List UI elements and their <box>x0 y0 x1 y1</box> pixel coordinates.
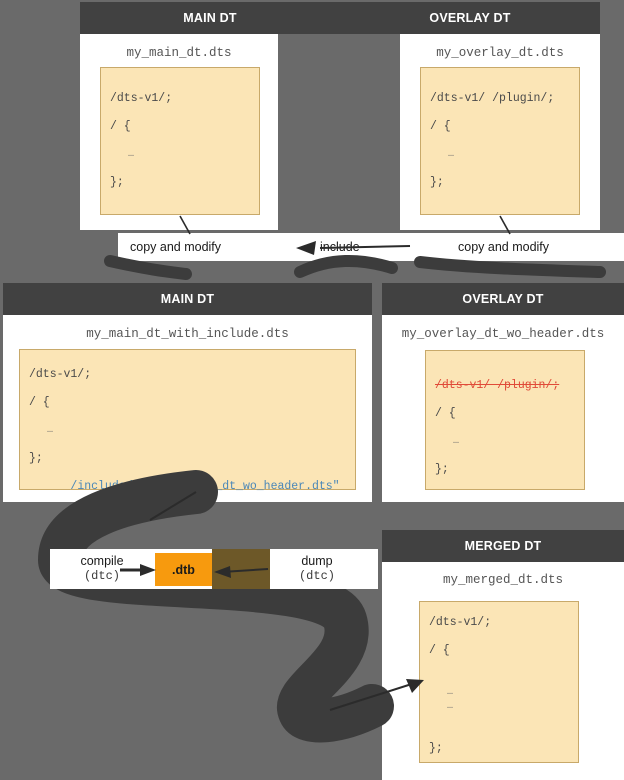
dump-label: dump <box>301 554 333 568</box>
file-name-top-main: my_main_dt.dts <box>126 46 232 60</box>
file-name-top-overlay: my_overlay_dt.dts <box>436 46 564 60</box>
code-line: }; <box>429 742 443 755</box>
dtb-artifact-box: .dtb <box>155 553 212 586</box>
panel-header-top-main: MAIN DT <box>80 2 340 34</box>
band-connector-center <box>294 255 398 278</box>
code-box-bottom-merged: /dts-v1/; / { … … }; <box>419 601 579 763</box>
panel-top-main: my_main_dt.dts /dts-v1/; / { … }; <box>80 34 278 230</box>
arrow-label-copy-modify-left: copy and modify <box>130 240 222 254</box>
code-line: }; <box>430 176 444 189</box>
band-connector-left <box>104 255 192 280</box>
code-line: /dts-v1/; <box>29 368 92 381</box>
code-box-mid-overlay: /dts-v1/ /plugin/; / { … }; <box>425 350 585 490</box>
code-line: … <box>453 436 461 447</box>
code-line: / { <box>430 120 451 133</box>
code-line: /dts-v1/ /plugin/; <box>430 92 555 105</box>
code-line: … <box>448 149 456 160</box>
code-line: /dts-v1/; <box>110 92 173 105</box>
code-line-struck: /dts-v1/ /plugin/; <box>435 379 560 392</box>
file-name-mid-overlay: my_overlay_dt_wo_header.dts <box>401 327 605 341</box>
code-box-top-main: /dts-v1/; / { … }; <box>100 67 260 215</box>
include-keyword: /include/ <box>70 480 133 493</box>
panel-header-top-overlay-label: OVERLAY DT <box>429 11 511 25</box>
code-line: /dts-v1/; <box>429 616 492 629</box>
code-line: / { <box>29 396 50 409</box>
dtb-label: .dtb <box>172 562 195 577</box>
code-line: }; <box>110 176 124 189</box>
compile-label-group: compile (dtc) <box>52 554 152 584</box>
dtb-shadow <box>212 549 270 589</box>
panel-header-bottom-merged: MERGED DT <box>382 530 624 562</box>
code-box-top-overlay: /dts-v1/ /plugin/; / { … }; <box>420 67 580 215</box>
panel-header-mid-overlay: OVERLAY DT <box>382 283 624 315</box>
code-line: }; <box>435 463 449 476</box>
code-line: / { <box>110 120 131 133</box>
code-box-mid-main: /dts-v1/; / { … }; /include/ "my_overlay… <box>19 349 356 493</box>
panel-header-mid-main-label: MAIN DT <box>160 292 215 306</box>
code-line: }; <box>29 452 43 465</box>
code-line: … <box>128 149 136 160</box>
panel-header-top-overlay: OVERLAY DT <box>340 2 600 34</box>
file-name-mid-main: my_main_dt_with_include.dts <box>86 327 289 341</box>
compile-label: compile <box>80 554 124 568</box>
code-line: … <box>447 687 455 698</box>
code-line: … <box>447 701 455 712</box>
pipeline-curve <box>37 470 394 743</box>
panel-header-top-main-label: MAIN DT <box>183 11 237 25</box>
panel-top-overlay: my_overlay_dt.dts /dts-v1/ /plugin/; / {… <box>400 34 600 230</box>
code-line: / { <box>429 644 450 657</box>
code-line: … <box>47 425 55 436</box>
file-name-bottom-merged: my_merged_dt.dts <box>442 573 564 587</box>
panel-header-mid-main: MAIN DT <box>3 283 372 315</box>
panel-header-bottom-merged-label: MERGED DT <box>464 539 542 553</box>
include-filename: "my_overlay_dt_wo_header.dts" <box>132 480 340 493</box>
arrow-label-copy-modify-right: copy and modify <box>458 240 550 254</box>
arrow-label-include: include <box>320 240 360 254</box>
dump-tool: (dtc) <box>298 569 335 583</box>
panel-header-mid-overlay-label: OVERLAY DT <box>462 292 544 306</box>
code-line-include: /include/ "my_overlay_dt_wo_header.dts" <box>29 466 346 493</box>
band-connector-right <box>414 256 606 278</box>
compile-tool: (dtc) <box>83 569 120 583</box>
code-line: / { <box>435 407 456 420</box>
dump-label-group: dump (dtc) <box>272 554 362 584</box>
